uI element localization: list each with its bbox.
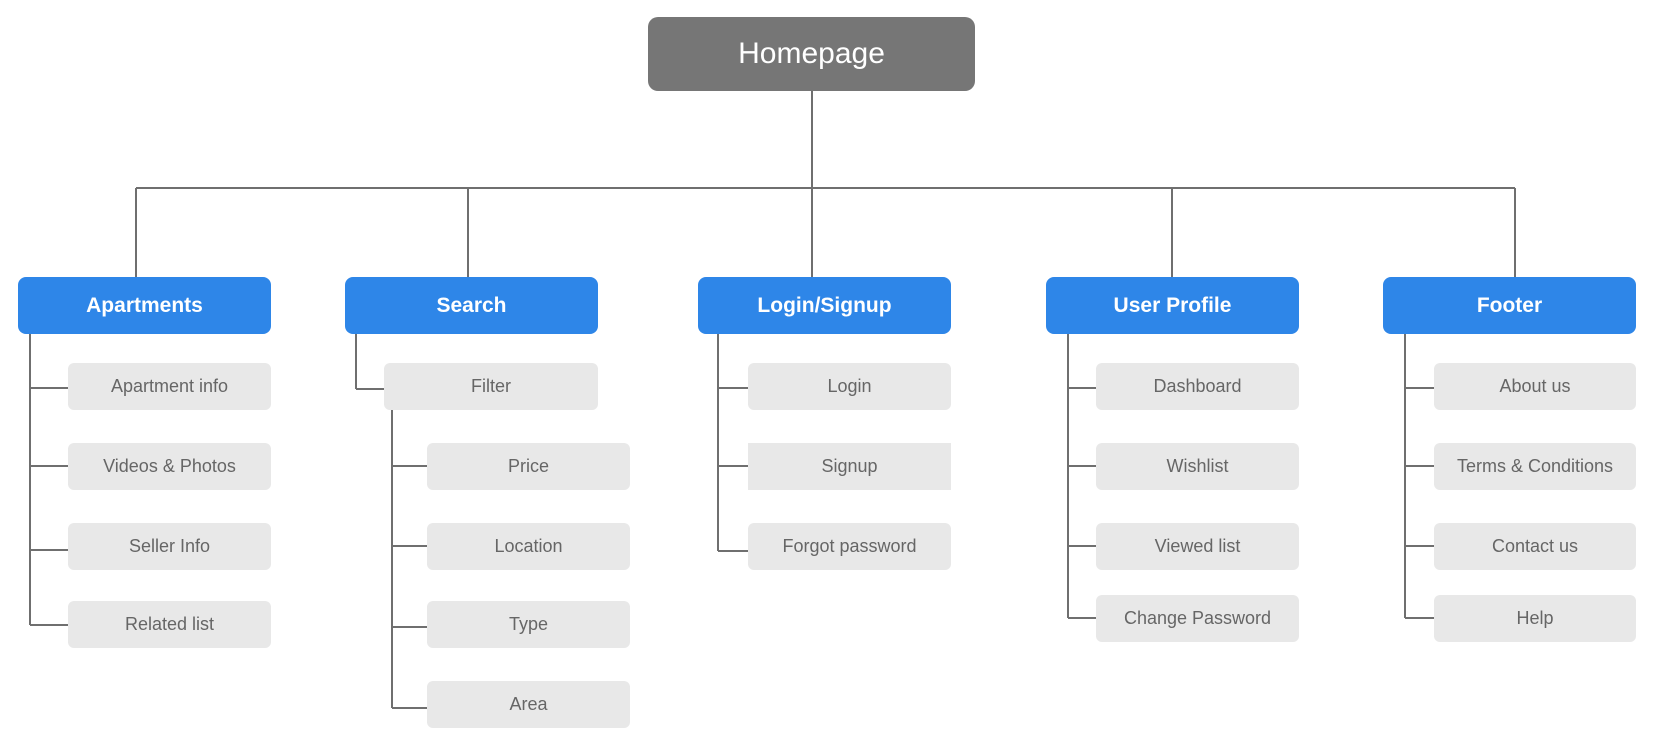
section-search: Search (345, 277, 598, 334)
node-videos-photos: Videos & Photos (68, 443, 271, 490)
node-login: Login (748, 363, 951, 410)
node-price: Price (427, 443, 630, 490)
node-viewed-list: Viewed list (1096, 523, 1299, 570)
node-terms-conditions: Terms & Conditions (1434, 443, 1636, 490)
node-filter: Filter (384, 363, 598, 410)
node-help: Help (1434, 595, 1636, 642)
node-seller-info: Seller Info (68, 523, 271, 570)
node-related-list: Related list (68, 601, 271, 648)
node-area: Area (427, 681, 630, 728)
node-location: Location (427, 523, 630, 570)
root-node-homepage: Homepage (648, 17, 975, 91)
node-contact-us: Contact us (1434, 523, 1636, 570)
node-signup: Signup (748, 443, 951, 490)
node-about-us: About us (1434, 363, 1636, 410)
section-footer: Footer (1383, 277, 1636, 334)
node-forgot-password: Forgot password (748, 523, 951, 570)
section-login-signup: Login/Signup (698, 277, 951, 334)
node-dashboard: Dashboard (1096, 363, 1299, 410)
section-apartments: Apartments (18, 277, 271, 334)
node-apartment-info: Apartment info (68, 363, 271, 410)
section-user-profile: User Profile (1046, 277, 1299, 334)
node-change-password: Change Password (1096, 595, 1299, 642)
node-type: Type (427, 601, 630, 648)
node-wishlist: Wishlist (1096, 443, 1299, 490)
